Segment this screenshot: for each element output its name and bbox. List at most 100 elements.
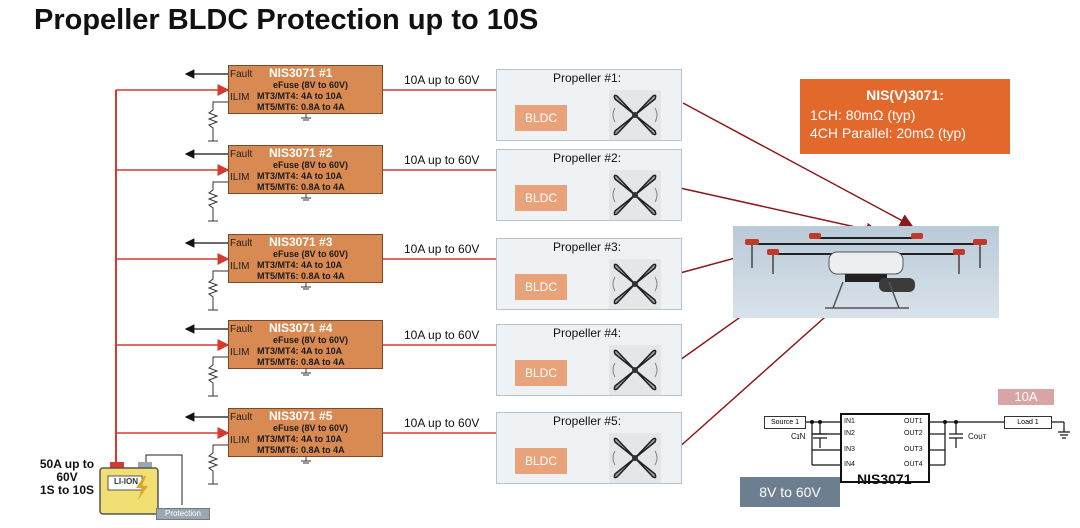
arrow-prop2-drone <box>679 187 880 236</box>
propeller-icon <box>609 345 661 395</box>
ilim-pin-label: ILIM <box>230 172 250 183</box>
efuse-spec-mt56: MT5/MT6: 0.8A to 4A <box>257 357 345 367</box>
propeller-panel-3: Propeller #3: BLDC <box>496 238 682 310</box>
chip-pin-in2: IN2 <box>844 430 855 437</box>
voltage-range-badge: 8V to 60V <box>740 477 840 507</box>
propeller-panel-2: Propeller #2: BLDC <box>496 149 682 221</box>
propeller-icon <box>609 259 661 309</box>
efuse-ground-2 <box>301 194 311 201</box>
efuse-ground-5 <box>301 457 311 464</box>
battery-label-line-1: 50A up to <box>39 457 95 471</box>
propeller-icon <box>609 433 661 483</box>
callout-title: NIS(V)3071: <box>866 87 944 103</box>
protection-label: Protection <box>156 508 210 520</box>
ilim-pin-label: ILIM <box>230 347 250 358</box>
efuse-ground-4 <box>301 369 311 376</box>
ilim-pin-label: ILIM <box>230 261 250 272</box>
efuse-spec-range: eFuse (8V to 60V) <box>273 80 349 90</box>
efuse-name: NIS3071 #3 <box>269 235 333 249</box>
chip-pin-out4: OUT4 <box>904 461 923 468</box>
ilim-resistor-1 <box>207 101 228 142</box>
ilim-resistor-5 <box>207 444 228 485</box>
battery-label: 50A up to 60V 1S to 10S <box>34 458 100 497</box>
chip-pin-in3: IN3 <box>844 446 855 453</box>
nis3071-chip <box>840 413 930 483</box>
fault-pin-label: Fault <box>230 238 253 249</box>
fault-pin-label: Fault <box>230 69 253 80</box>
current-rating-label: 10A up to 60V <box>404 73 480 87</box>
current-rating-label: 10A up to 60V <box>404 416 480 430</box>
efuse-spec-mt34: MT3/MT4: 4A to 10A <box>257 260 343 270</box>
schematic-wiring <box>805 421 1070 466</box>
nis3071-callout: NIS(V)3071: 1CH: 80mΩ (typ) 4CH Parallel… <box>800 79 1010 154</box>
ilim-resistor-4 <box>207 356 228 397</box>
current-rating-label: 10A up to 60V <box>404 153 480 167</box>
bldc-motor: BLDC <box>515 105 567 131</box>
cout-label: Cᴏᴜᴛ <box>968 432 987 441</box>
efuse-spec-range: eFuse (8V to 60V) <box>273 160 349 170</box>
page-title: Propeller BLDC Protection up to 10S <box>34 4 539 36</box>
ilim-resistor-3 <box>207 270 228 311</box>
load-tag: Load 1 <box>1004 416 1052 429</box>
propeller-label: Propeller #1: <box>553 71 622 85</box>
propeller-label: Propeller #4: <box>553 326 622 340</box>
propeller-panel-4: Propeller #4: BLDC <box>496 324 682 396</box>
efuse-spec-range: eFuse (8V to 60V) <box>273 423 349 433</box>
propeller-label: Propeller #3: <box>553 240 622 254</box>
propeller-label: Propeller #5: <box>553 414 622 428</box>
drone-image <box>733 226 999 318</box>
efuse-ground-1 <box>301 114 311 121</box>
chip-pin-out1: OUT1 <box>904 418 923 425</box>
efuse-name: NIS3071 #1 <box>269 66 333 80</box>
efuse-spec-mt34: MT3/MT4: 4A to 10A <box>257 346 343 356</box>
source-tag: Source 1 <box>764 416 806 429</box>
callout-line-2: 4CH Parallel: 20mΩ (typ) <box>810 125 966 141</box>
bldc-motor: BLDC <box>515 274 567 300</box>
efuse-name: NIS3071 #4 <box>269 321 333 335</box>
cin-label: CɪN <box>791 432 806 441</box>
propeller-panel-1: Propeller #1: BLDC <box>496 69 682 141</box>
bldc-motor: BLDC <box>515 448 567 474</box>
efuse-name: NIS3071 #2 <box>269 146 333 160</box>
efuse-ground-3 <box>301 283 311 290</box>
fault-pin-label: Fault <box>230 149 253 160</box>
efuse-spec-mt34: MT3/MT4: 4A to 10A <box>257 171 343 181</box>
bldc-motor: BLDC <box>515 360 567 386</box>
efuse-spec-mt56: MT5/MT6: 0.8A to 4A <box>257 102 345 112</box>
propeller-icon <box>609 170 661 220</box>
current-rating-label: 10A up to 60V <box>404 242 480 256</box>
efuse-spec-mt34: MT3/MT4: 4A to 10A <box>257 434 343 444</box>
propeller-icon <box>609 90 661 140</box>
efuse-spec-mt34: MT3/MT4: 4A to 10A <box>257 91 343 101</box>
efuse-spec-mt56: MT5/MT6: 0.8A to 4A <box>257 271 345 281</box>
arrow-prop1-drone <box>682 102 914 227</box>
propeller-label: Propeller #2: <box>553 151 622 165</box>
current-rating-label: 10A up to 60V <box>404 328 480 342</box>
chip-pin-out2: OUT2 <box>904 430 923 437</box>
propeller-panel-5: Propeller #5: BLDC <box>496 412 682 484</box>
chip-pin-out3: OUT3 <box>904 446 923 453</box>
efuse-spec-mt56: MT5/MT6: 0.8A to 4A <box>257 182 345 192</box>
chip-name: NIS3071 <box>857 471 912 487</box>
efuse-spec-range: eFuse (8V to 60V) <box>273 335 349 345</box>
efuse-spec-mt56: MT5/MT6: 0.8A to 4A <box>257 445 345 455</box>
battery-cell-text: LI-ION <box>114 477 138 486</box>
chip-pin-in1: IN1 <box>844 418 855 425</box>
battery-label-line-3: 1S to 10S <box>39 483 95 497</box>
fault-pin-label: Fault <box>230 412 253 423</box>
current-badge: 10A <box>998 389 1054 405</box>
ilim-resistor-2 <box>207 181 228 222</box>
battery-label-line-2: 60V <box>56 470 78 484</box>
ilim-pin-label: ILIM <box>230 435 250 446</box>
ilim-pin-label: ILIM <box>230 92 250 103</box>
chip-pin-in4: IN4 <box>844 461 855 468</box>
battery-icon <box>99 462 159 515</box>
bldc-motor: BLDC <box>515 185 567 211</box>
fault-pin-label: Fault <box>230 324 253 335</box>
callout-line-1: 1CH: 80mΩ (typ) <box>810 107 916 123</box>
